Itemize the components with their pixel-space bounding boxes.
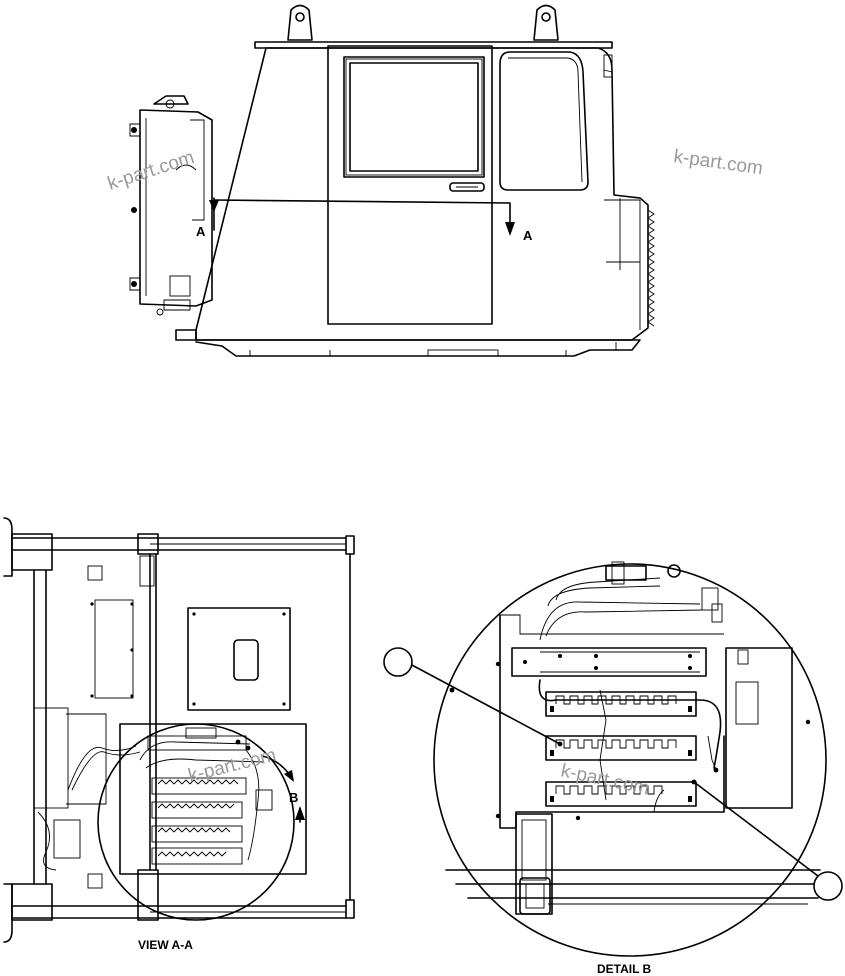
cab-roof [254, 41, 613, 49]
lifting-eye-left [287, 4, 313, 41]
terminal-strip-2 [545, 735, 697, 761]
detail-b-caption: DETAIL B [597, 962, 652, 976]
lifting-eye-right [533, 4, 559, 41]
item-callout-balloon-lower [813, 871, 843, 901]
rear-grille [603, 54, 655, 330]
terminal-strips-small [157, 779, 239, 857]
watermark-1: k-part.com [105, 147, 197, 195]
side-window [499, 51, 589, 191]
door-handle [449, 182, 485, 192]
detail-rail-upper [511, 647, 707, 677]
view-aa-caption: VIEW A-A [138, 938, 193, 952]
terminal-strip-3 [545, 781, 697, 807]
watermark-2: k-part.com [672, 146, 764, 179]
detail-b-drawing [383, 561, 843, 957]
section-line-aa [209, 197, 515, 236]
detail-b-callout-circle [97, 723, 295, 921]
view-aa-drawing: B [3, 517, 355, 943]
cab-body [195, 47, 649, 341]
cab-base [175, 329, 641, 357]
section-label-a-left: A [196, 224, 206, 239]
terminal-strip-1 [545, 691, 697, 717]
watermark-3: k-part.com [186, 745, 278, 787]
detail-b-circle [433, 563, 827, 957]
door-window [343, 56, 485, 178]
cab-side-view: A A [129, 4, 655, 357]
section-label-a-right: A [523, 228, 533, 243]
cab-door [327, 45, 493, 325]
detail-post [515, 813, 553, 915]
electrical-box-side [129, 95, 213, 316]
detail-marker-b: B [289, 790, 298, 805]
item-callout-balloon-upper [383, 647, 413, 677]
